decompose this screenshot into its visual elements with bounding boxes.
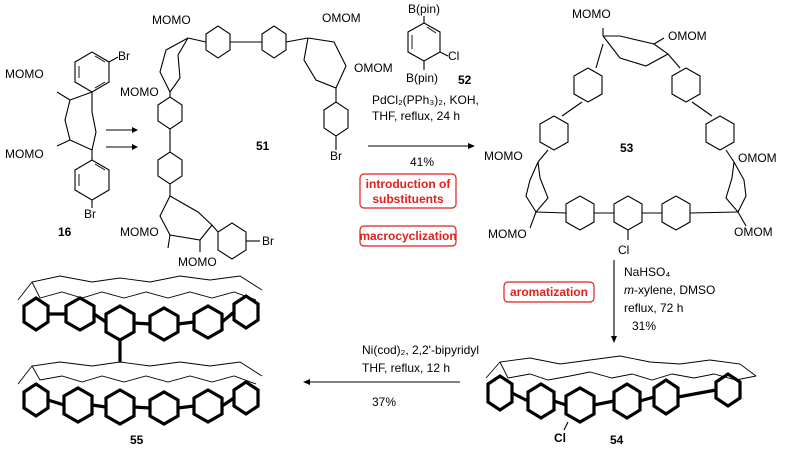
tag-box xyxy=(359,225,457,247)
tag-box xyxy=(359,173,457,209)
momo-label: MOMO xyxy=(572,7,611,21)
compound-54: Cl 54 xyxy=(485,355,757,447)
solvent-text: m-xylene, DMSO xyxy=(624,283,715,297)
bromo-label: Br xyxy=(262,234,274,248)
omom-label: OMOM xyxy=(354,61,393,75)
conditions-text: PdCl₂(PPh₃)₂, KOH, xyxy=(372,93,479,107)
yield-text: 37% xyxy=(372,395,396,409)
step2-conditions: NaHSO₄ m-xylene, DMSO reflux, 72 h 31% a… xyxy=(503,260,715,343)
bpin-label: B(pin) xyxy=(406,71,438,85)
compound-51: MOMO MOMO OMOM OMOM MOMO MOMO Br Br 51 xyxy=(120,11,393,269)
chloro-label: Cl xyxy=(554,431,566,445)
compound-52: B(pin) Cl B(pin) 52 xyxy=(406,2,472,87)
bpin-label: B(pin) xyxy=(408,2,440,16)
step1-conditions: PdCl₂(PPh₃)₂, KOH, THF, reflux, 24 h 41%… xyxy=(359,93,479,247)
omom-label: OMOM xyxy=(668,29,707,43)
compound-label-52: 52 xyxy=(458,73,472,87)
momo-label: MOMO xyxy=(5,67,44,81)
tag-aromatization: aromatization xyxy=(510,285,588,299)
momo-label: MOMO xyxy=(178,255,217,269)
conditions-text: Ni(cod)₂, 2,2'-bipyridyl xyxy=(362,343,479,357)
compound-label-53: 53 xyxy=(620,141,634,155)
bromo-label: Br xyxy=(118,49,130,63)
momo-label: MOMO xyxy=(120,85,159,99)
reagent-text: NaHSO₄ xyxy=(624,265,670,279)
chloro-label: Cl xyxy=(448,49,459,63)
conditions-text: THF, reflux, 12 h xyxy=(362,361,450,375)
compound-55: 55 xyxy=(17,275,263,447)
conditions-text: THF, reflux, 24 h xyxy=(372,109,460,123)
compound-label-16: 16 xyxy=(58,225,72,239)
omom-label: OMOM xyxy=(322,11,361,25)
tag-introduction-of-substituents: introduction of xyxy=(366,177,452,191)
yield-text: 31% xyxy=(632,319,656,333)
compound-16: Br MOMO MOMO Br 16 xyxy=(5,49,130,239)
bromo-label: Br xyxy=(330,149,342,163)
compound-label-54: 54 xyxy=(610,433,624,447)
compound-label-55: 55 xyxy=(130,433,144,447)
omom-label: OMOM xyxy=(734,225,773,239)
momo-label: MOMO xyxy=(484,149,523,163)
reagent-name: NaHSO₄ xyxy=(624,265,670,279)
reaction-arrow xyxy=(106,127,138,150)
tag-box xyxy=(503,281,595,303)
conditions-text: reflux, 72 h xyxy=(624,301,683,315)
solvent-prefix: m xyxy=(624,283,634,297)
tag-introduction-of-substituents: substituents xyxy=(372,192,444,206)
yield-text: 41% xyxy=(410,155,434,169)
bromo-label: Br xyxy=(84,207,96,221)
momo-label: MOMO xyxy=(5,147,44,161)
solvent-name: -xylene, DMSO xyxy=(634,283,715,297)
step3-conditions: Ni(cod)₂, 2,2'-bipyridyl THF, reflux, 12… xyxy=(303,343,479,409)
chloro-label: Cl xyxy=(618,243,629,257)
momo-label: MOMO xyxy=(152,13,191,27)
omom-label: OMOM xyxy=(738,151,777,165)
compound-label-51: 51 xyxy=(256,139,270,153)
momo-label: MOMO xyxy=(488,227,527,241)
momo-label: MOMO xyxy=(120,225,159,239)
compound-53: MOMO OMOM MOMO OMOM MOMO OMOM Cl 53 xyxy=(484,7,777,257)
tag-macrocyclization: macrocyclization xyxy=(359,229,456,243)
